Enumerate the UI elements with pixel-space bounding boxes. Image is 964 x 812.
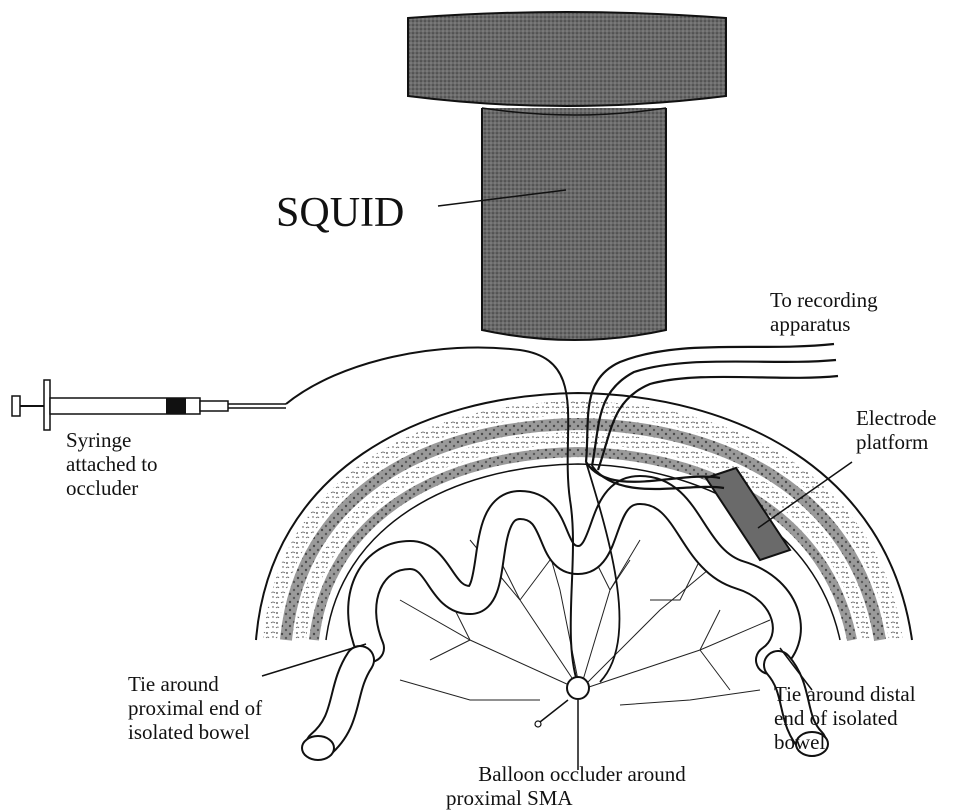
tie-proximal-label-line2: proximal end of	[128, 696, 262, 721]
balloon-occluder-icon	[535, 677, 589, 727]
electrode-label-line1: Electrode	[856, 406, 936, 431]
electrode-label-line2: platform	[856, 430, 928, 455]
balloon-label-line1: Balloon occluder around	[432, 762, 732, 787]
tie-distal-label-line1: Tie around distal	[774, 682, 916, 707]
tie-distal-label-line2: end of isolated	[774, 706, 898, 731]
syringe-label-line2: attached to	[66, 452, 158, 477]
recording-label-line1: To recording	[770, 288, 878, 313]
recording-label-line2: apparatus	[770, 312, 850, 337]
tie-proximal-label-line1: Tie around	[128, 672, 219, 697]
syringe-icon	[12, 380, 286, 430]
squid-label: SQUID	[276, 190, 404, 236]
balloon-label-line2: proximal SMA	[446, 786, 573, 811]
syringe-label-line1: Syringe	[66, 428, 131, 453]
tie-proximal-label-line3: isolated bowel	[128, 720, 250, 745]
squid-detector-icon	[408, 12, 726, 340]
tie-distal-label-line3: bowel	[774, 730, 825, 755]
syringe-label-line3: occluder	[66, 476, 138, 501]
